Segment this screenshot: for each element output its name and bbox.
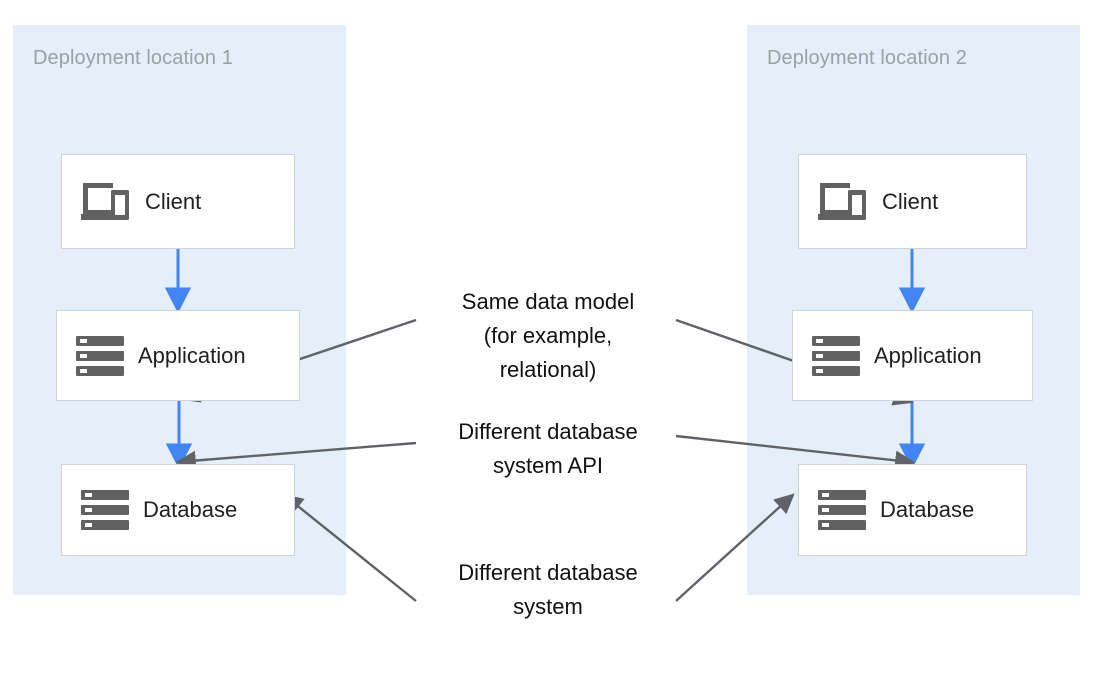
annotation-line: system API — [492, 453, 604, 478]
node-database-2-label: Database — [880, 497, 975, 522]
node-application-2[interactable]: Application — [792, 310, 1033, 401]
server-icon — [81, 490, 129, 530]
devices-icon — [81, 182, 129, 220]
deployment-location-2-title: Deployment location 2 — [767, 47, 967, 69]
annotation-line: Different database — [458, 419, 638, 444]
node-application-1[interactable]: Application — [56, 310, 300, 401]
devices-icon — [818, 182, 866, 220]
node-application-1-label: Application — [138, 342, 246, 368]
node-client-1-label: Client — [145, 188, 202, 214]
server-icon — [76, 335, 124, 376]
node-client-1[interactable]: Client — [61, 154, 295, 249]
annotation-line: (for example, — [483, 323, 613, 348]
node-client-2[interactable]: Client — [798, 154, 1027, 249]
node-database-1[interactable]: Database — [61, 464, 295, 556]
server-icon — [812, 335, 860, 376]
annotation-same-data-model: Same data model (for example, relational… — [418, 285, 678, 387]
node-client-2-label: Client — [882, 188, 939, 214]
server-icon — [818, 490, 866, 530]
node-database-1-label: Database — [143, 497, 238, 522]
annotation-different-database-system: Different database system — [418, 556, 678, 624]
deployment-location-1-title: Deployment location 1 — [33, 47, 233, 69]
annotation-different-database-system-api: Different database system API — [418, 415, 678, 483]
node-application-2-label: Application — [874, 342, 982, 368]
annotation-line: system — [513, 594, 583, 619]
annotation-line: Different database — [458, 560, 638, 585]
annotation-line: Same data model — [461, 289, 635, 314]
node-database-2[interactable]: Database — [798, 464, 1027, 556]
annotation-line: relational) — [499, 357, 597, 382]
